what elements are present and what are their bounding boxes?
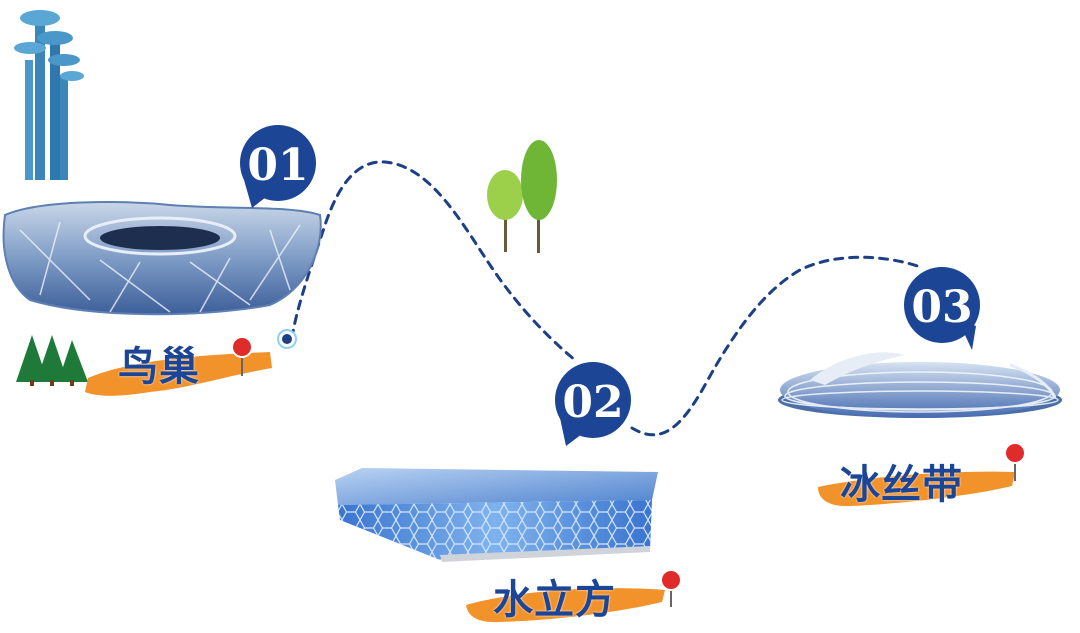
location-pin-icon <box>1004 442 1026 481</box>
stop-number-02: 02 <box>562 377 623 428</box>
route-start-dot <box>277 329 297 349</box>
water-cube-icon <box>335 468 658 562</box>
stop-number-01: 01 <box>247 140 308 191</box>
stop-marker-01: 01 <box>235 120 321 208</box>
ice-ribbon-icon <box>778 352 1062 418</box>
poplar-trees-icon <box>487 140 557 253</box>
stop-number-03: 03 <box>911 282 972 333</box>
bird-nest-stadium-icon <box>2 201 322 316</box>
pine-trees-icon <box>16 335 88 386</box>
stop-marker-02: 02 <box>550 357 636 446</box>
observation-tower-icon <box>14 10 84 180</box>
stop-marker-03: 03 <box>899 262 985 350</box>
venue-name-birds-nest: 鸟巢 <box>118 344 200 390</box>
venue-name-ice-ribbon: 冰丝带 <box>840 462 963 508</box>
label-brush-02 <box>466 588 665 623</box>
label-brush-01 <box>85 352 272 396</box>
location-pin-icon <box>231 336 253 376</box>
venue-name-water-cube: 水立方 <box>493 577 616 623</box>
label-brush-03 <box>818 471 1015 507</box>
location-pin-icon <box>660 569 682 607</box>
